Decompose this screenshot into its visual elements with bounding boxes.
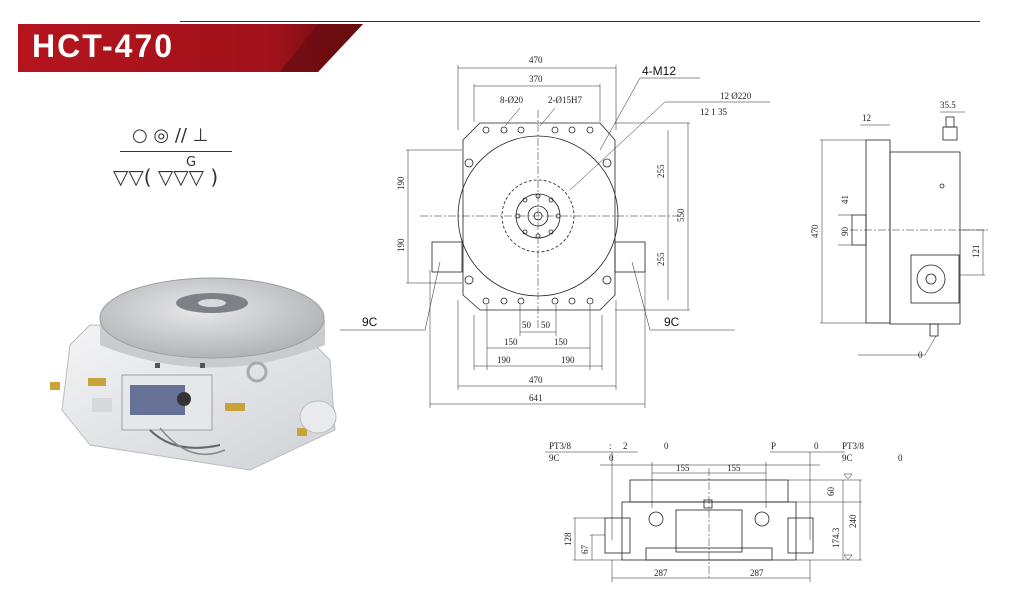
svg-text:0: 0: [918, 350, 923, 360]
mounting-holes: [464, 126, 612, 305]
svg-text:190: 190: [396, 176, 406, 190]
svg-text:128: 128: [563, 532, 573, 546]
svg-text:35.5: 35.5: [940, 100, 956, 110]
svg-text:174.3: 174.3: [831, 527, 841, 548]
svg-text:0: 0: [609, 453, 614, 463]
svg-text:67: 67: [580, 545, 590, 555]
svg-text:0: 0: [664, 441, 669, 451]
front-view-drawing: [545, 451, 862, 582]
top-view-dimensions: 470 370 8-Ø20 2-Ø15H7 4-M12 12 Ø220 12 1…: [362, 55, 752, 403]
svg-text:287: 287: [654, 568, 668, 578]
svg-text:9C: 9C: [664, 315, 680, 329]
svg-text:190: 190: [497, 355, 511, 365]
svg-text:150: 150: [554, 337, 568, 347]
svg-text:370: 370: [529, 74, 543, 84]
svg-text:P: P: [771, 441, 776, 451]
model-title: HCT-470: [32, 28, 175, 64]
svg-text:641: 641: [529, 393, 543, 403]
svg-text:12 Ø220: 12 Ø220: [720, 91, 752, 101]
svg-text::: :: [609, 441, 612, 451]
header-rule: [180, 21, 980, 22]
svg-text:41: 41: [840, 195, 850, 204]
svg-text:PT3/8: PT3/8: [842, 441, 865, 451]
svg-text:0: 0: [814, 441, 819, 451]
svg-text:550: 550: [676, 208, 686, 222]
svg-text:2-Ø15H7: 2-Ø15H7: [548, 95, 582, 105]
svg-text:150: 150: [504, 337, 518, 347]
svg-text:60: 60: [826, 487, 836, 497]
model-banner: [18, 24, 363, 72]
svg-text:255: 255: [656, 164, 666, 178]
svg-text:50: 50: [522, 320, 532, 330]
svg-text:9C: 9C: [549, 453, 560, 463]
svg-text:12: 12: [862, 113, 871, 123]
svg-text:190: 190: [561, 355, 575, 365]
svg-text:287: 287: [750, 568, 764, 578]
symbol-divider: [120, 151, 232, 152]
surface-finish-symbols: ▽▽( ▽▽▽ ): [113, 165, 219, 189]
finish-grade: G: [186, 155, 197, 170]
svg-text:8-Ø20: 8-Ø20: [500, 95, 523, 105]
front-view-labels: PT3/8 9C : 2 0 0 P 0 PT3/8 9C 0 155 155 …: [549, 441, 903, 578]
svg-text:470: 470: [810, 224, 820, 238]
svg-text:121: 121: [971, 245, 981, 259]
side-view-dimensions: 12 35.5 470 41 90 121 0: [810, 100, 981, 360]
svg-text:PT3/8: PT3/8: [549, 441, 572, 451]
svg-text:2: 2: [623, 441, 628, 451]
svg-text:240: 240: [848, 514, 858, 528]
svg-text:470: 470: [529, 375, 543, 385]
svg-text:255: 255: [656, 252, 666, 266]
svg-text:9C: 9C: [842, 453, 853, 463]
rotary-table-photo: [50, 277, 337, 471]
svg-text:0: 0: [898, 453, 903, 463]
svg-text:155: 155: [727, 463, 741, 473]
svg-text:155: 155: [676, 463, 690, 473]
top-view-drawing: [340, 65, 770, 408]
svg-text:9C: 9C: [362, 315, 378, 329]
svg-text:4-M12: 4-M12: [642, 64, 676, 78]
svg-text:190: 190: [396, 238, 406, 252]
svg-text:50: 50: [541, 320, 551, 330]
svg-text:470: 470: [529, 55, 543, 65]
svg-text:90: 90: [840, 227, 850, 237]
side-view-drawing: [820, 111, 990, 356]
svg-text:12 1 35: 12 1 35: [700, 107, 728, 117]
tolerance-symbols: ○ ◎ // ⊥: [132, 125, 209, 146]
